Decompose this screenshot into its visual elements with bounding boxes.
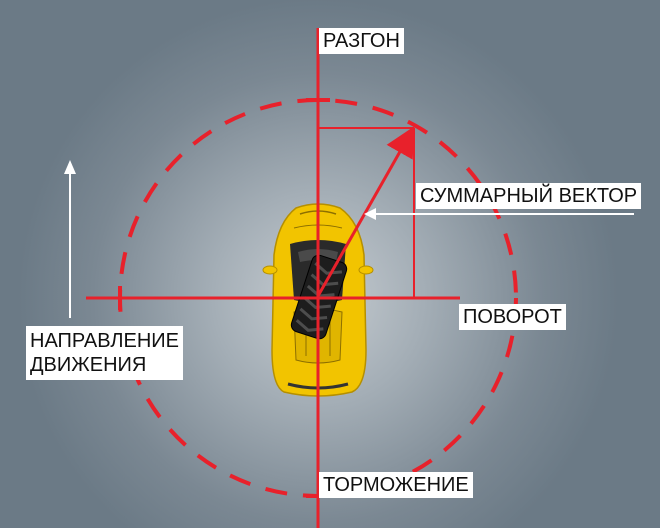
resultant-vector-arrow [316, 126, 415, 297]
arrow-up-icon [64, 160, 76, 174]
label-direction-of-travel: НАПРАВЛЕНИЕ ДВИЖЕНИЯ [26, 326, 184, 380]
label-turn: ПОВОРОТ [459, 304, 566, 330]
pointer-arrowhead [364, 208, 376, 220]
label-resultant-vector: СУММАРНЫЙ ВЕКТОР [416, 183, 642, 209]
label-direction-line2: ДВИЖЕНИЯ [30, 354, 147, 376]
label-braking: ТОРМОЖЕНИЕ [319, 472, 473, 498]
label-direction-line1: НАПРАВЛЕНИЕ [30, 330, 180, 352]
label-acceleration: РАЗГОН [319, 28, 404, 54]
